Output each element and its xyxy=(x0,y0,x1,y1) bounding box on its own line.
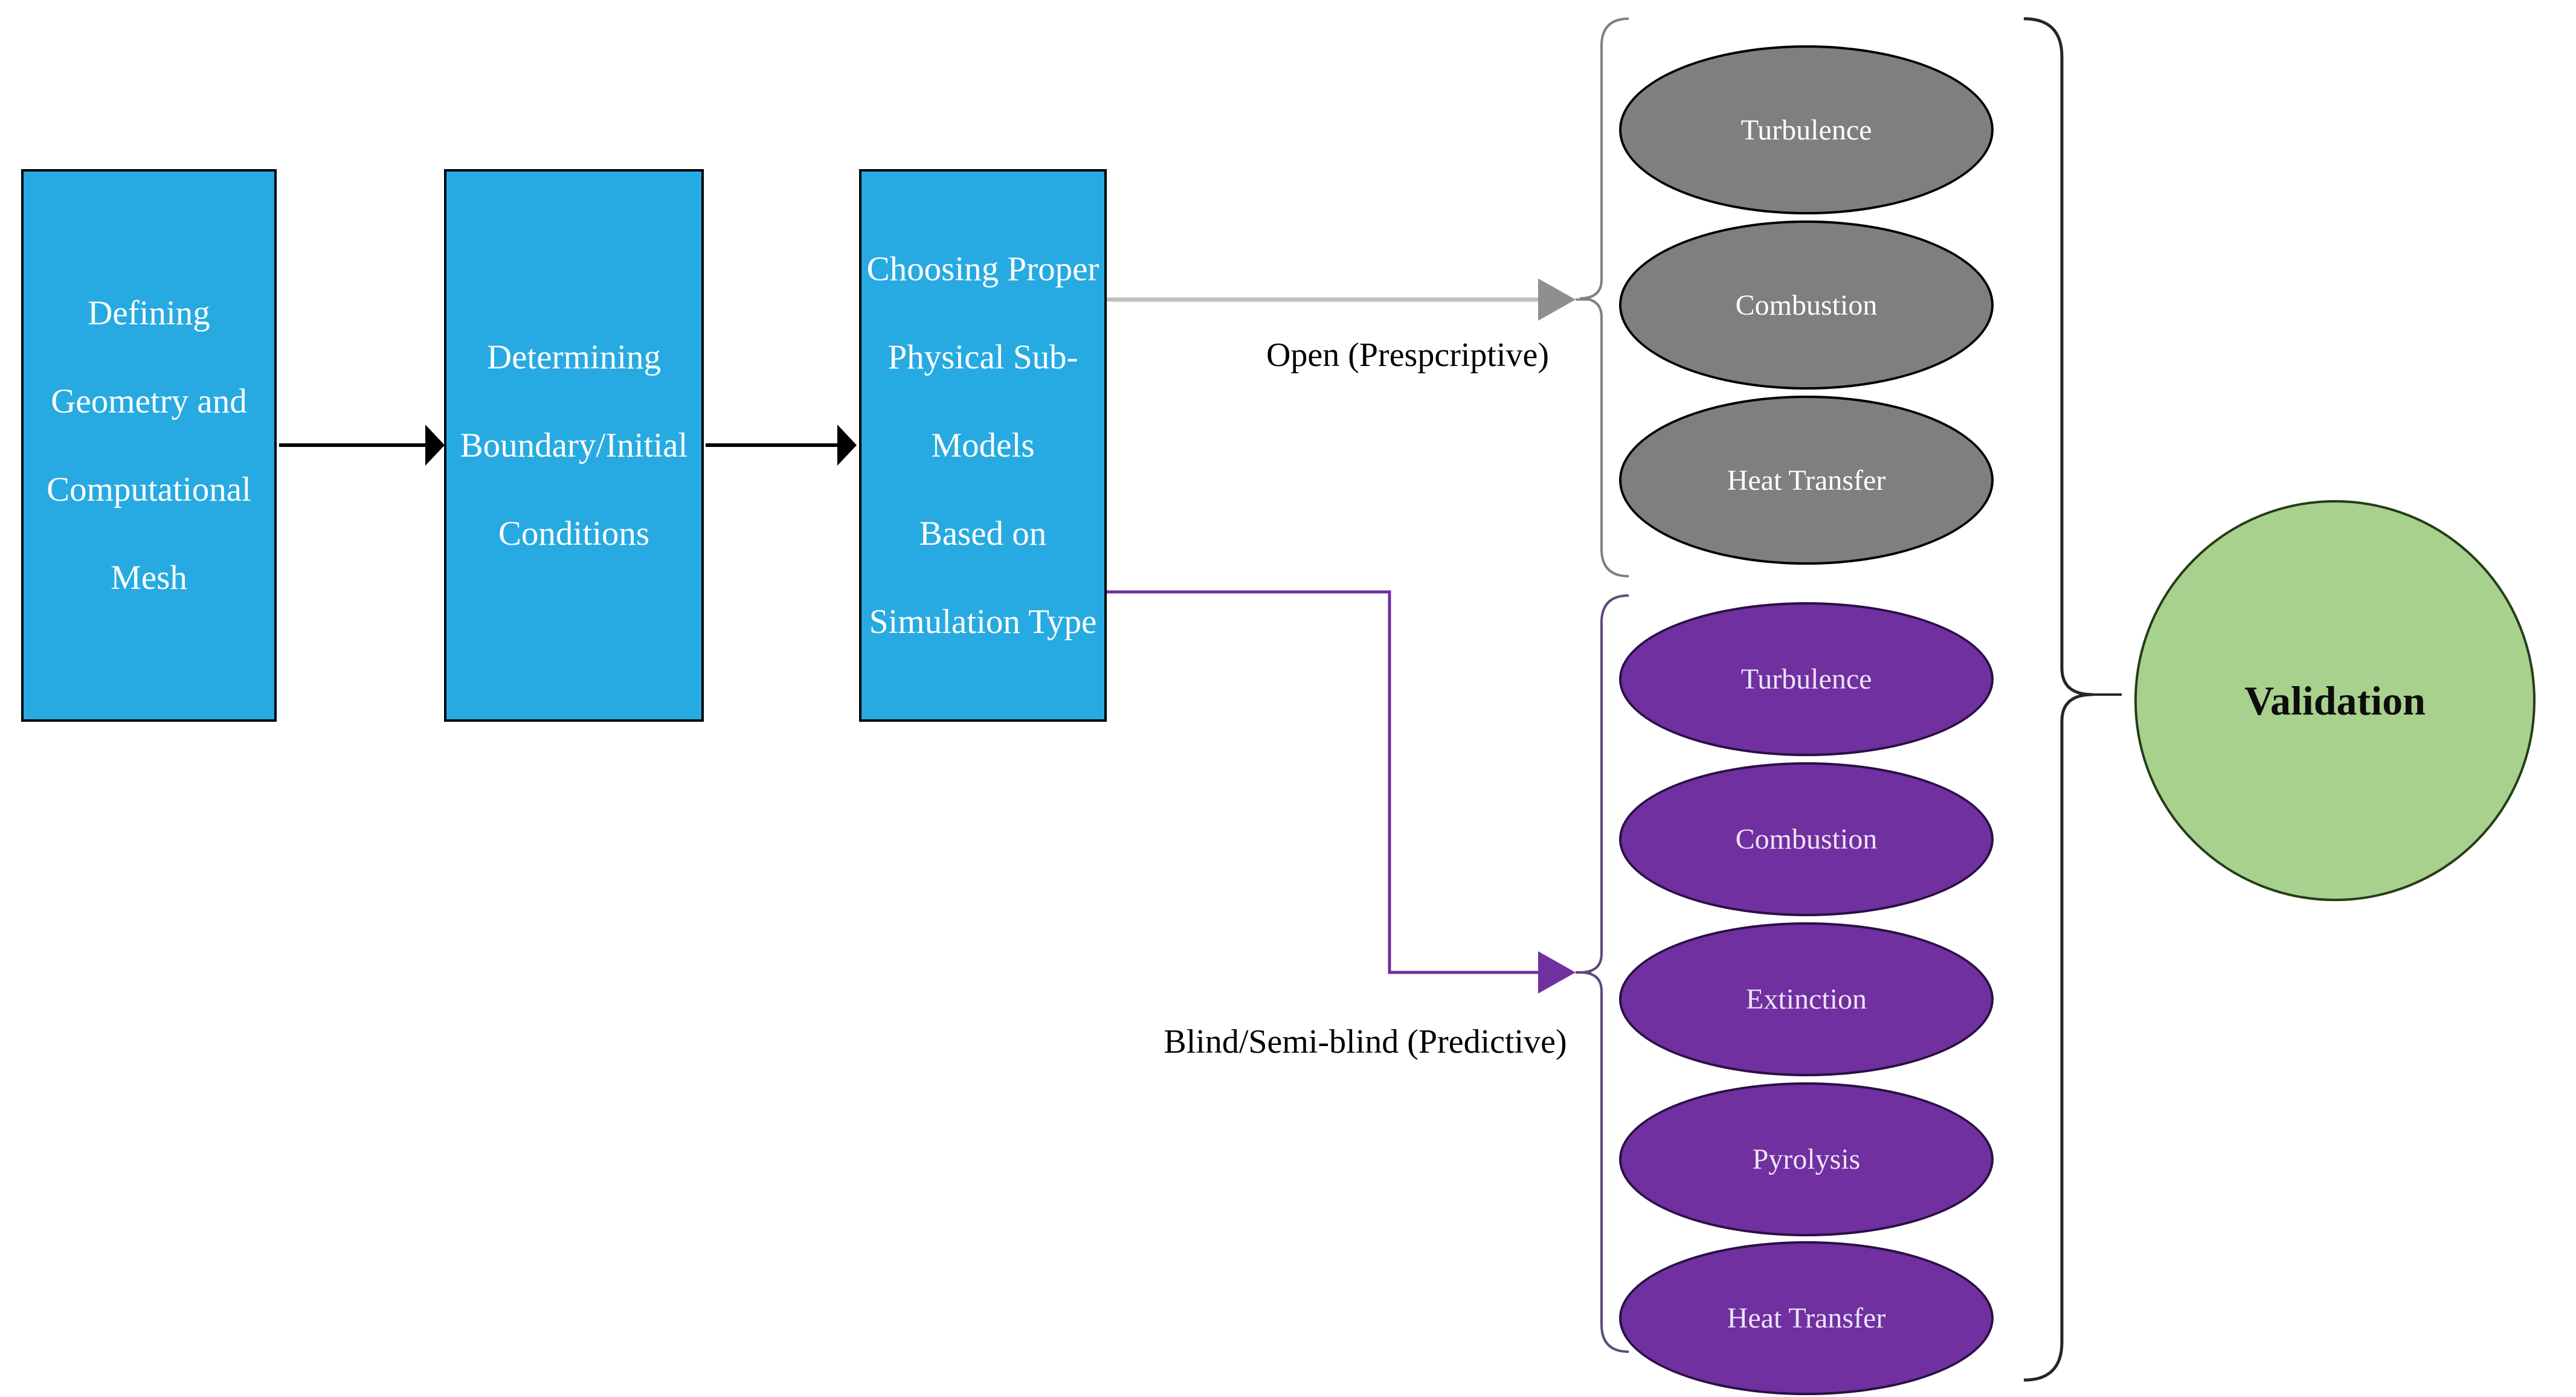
arrowhead-icon xyxy=(837,425,857,466)
predictive-model-heat-transfer: Heat Transfer xyxy=(1619,1241,1994,1395)
model-label: Pyrolysis xyxy=(1752,1143,1861,1175)
step-line: Models xyxy=(931,426,1035,464)
step-line: Defining xyxy=(88,294,210,332)
open-model-heat-transfer: Heat Transfer xyxy=(1619,396,1994,565)
arrowhead-icon xyxy=(1538,951,1576,994)
step-line: Computational xyxy=(47,470,251,509)
arrow-open-branch xyxy=(1107,278,1591,321)
arrow-step2-to-step3 xyxy=(706,425,857,466)
step-line: Choosing Proper xyxy=(866,249,1100,288)
model-label: Heat Transfer xyxy=(1727,464,1886,496)
validation-label: Validation xyxy=(2244,677,2426,724)
open-model-turbulence: Turbulence xyxy=(1619,45,1994,214)
model-label: Extinction xyxy=(1746,983,1867,1015)
predictive-branch-label: Blind/Semi-blind (Predictive) xyxy=(1164,1023,1567,1061)
step-line: Boundary/Initial xyxy=(460,426,688,464)
open-branch-label: Open (Prespcriptive) xyxy=(1266,336,1550,374)
step-boundary-conditions-box: Determining Boundary/Initial Conditions xyxy=(444,169,704,722)
predictive-model-pyrolysis: Pyrolysis xyxy=(1619,1082,1994,1236)
step-line: Mesh xyxy=(111,558,187,597)
predictive-group-brace xyxy=(1579,594,1629,1353)
merge-brace xyxy=(2023,17,2122,1382)
arrow-predictive-branch xyxy=(1107,590,1591,994)
arrowhead-icon xyxy=(1538,278,1576,321)
validation-circle: Validation xyxy=(2134,500,2536,901)
step-line: Based on xyxy=(919,514,1047,553)
step-line: Physical Sub- xyxy=(887,338,1078,376)
model-label: Combustion xyxy=(1735,289,1878,321)
model-label: Combustion xyxy=(1735,823,1878,855)
step-line: Simulation Type xyxy=(869,602,1097,641)
model-label: Turbulence xyxy=(1740,663,1872,695)
predictive-model-extinction: Extinction xyxy=(1619,922,1994,1076)
step-line: Geometry and xyxy=(51,382,247,420)
step-line: Conditions xyxy=(498,514,650,553)
step-line: Determining xyxy=(486,338,662,376)
step-submodels-box: Choosing Proper Physical Sub- Models Bas… xyxy=(859,169,1107,722)
predictive-model-turbulence: Turbulence xyxy=(1619,602,1994,756)
model-label: Turbulence xyxy=(1740,114,1872,146)
arrow-step1-to-step2 xyxy=(279,425,445,466)
model-label: Heat Transfer xyxy=(1727,1302,1886,1334)
open-model-combustion: Combustion xyxy=(1619,220,1994,390)
arrowhead-icon xyxy=(425,425,445,466)
step-defining-geometry-box: Defining Geometry and Computational Mesh xyxy=(21,169,277,722)
predictive-model-combustion: Combustion xyxy=(1619,762,1994,916)
